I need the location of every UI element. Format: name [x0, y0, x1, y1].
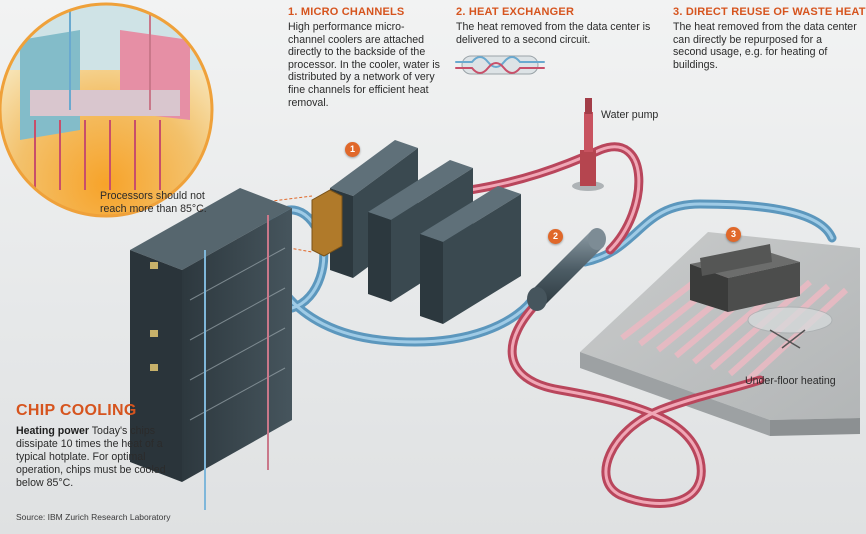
- water-pump: [572, 98, 604, 191]
- step-3-title: 3. DIRECT REUSE OF WASTE HEAT: [673, 6, 866, 18]
- step-3-text: The heat removed from the data center ca…: [673, 21, 857, 71]
- step-1-text: High performance micro-channel coolers a…: [288, 21, 440, 109]
- step-2-title: 2. HEAT EXCHANGER: [456, 6, 575, 18]
- server-cabinet: [130, 188, 292, 510]
- hot-pipe-loop: [465, 142, 765, 508]
- processor-magnifier: [0, 2, 214, 218]
- heat-exchanger-icon: [455, 55, 545, 75]
- step-2-badge: 2: [548, 229, 563, 244]
- main-title: CHIP COOLING: [16, 402, 137, 419]
- under-floor-heating-label: Under-floor heating: [745, 375, 836, 387]
- source-credit: Source: IBM Zurich Research Laboratory: [16, 512, 171, 522]
- step-1-title: 1. MICRO CHANNELS: [288, 6, 405, 18]
- glass-table: [747, 306, 833, 349]
- water-pump-label: Water pump: [601, 109, 659, 121]
- step-2-text: The heat removed from the data center is…: [456, 21, 651, 46]
- sofa: [690, 244, 800, 312]
- main-lead: Heating power: [16, 425, 89, 437]
- step-3-badge: 3: [726, 227, 741, 242]
- heat-exchanger: [527, 228, 606, 311]
- server-modules: [311, 140, 521, 324]
- processor-temp-label: Processors should not reach more than 85…: [100, 190, 207, 215]
- step-1-badge: 1: [345, 142, 360, 157]
- main-description: Heating power Today's chips dissipate 10…: [16, 425, 186, 490]
- main-body: Today's chips dissipate 10 times the hea…: [16, 425, 166, 489]
